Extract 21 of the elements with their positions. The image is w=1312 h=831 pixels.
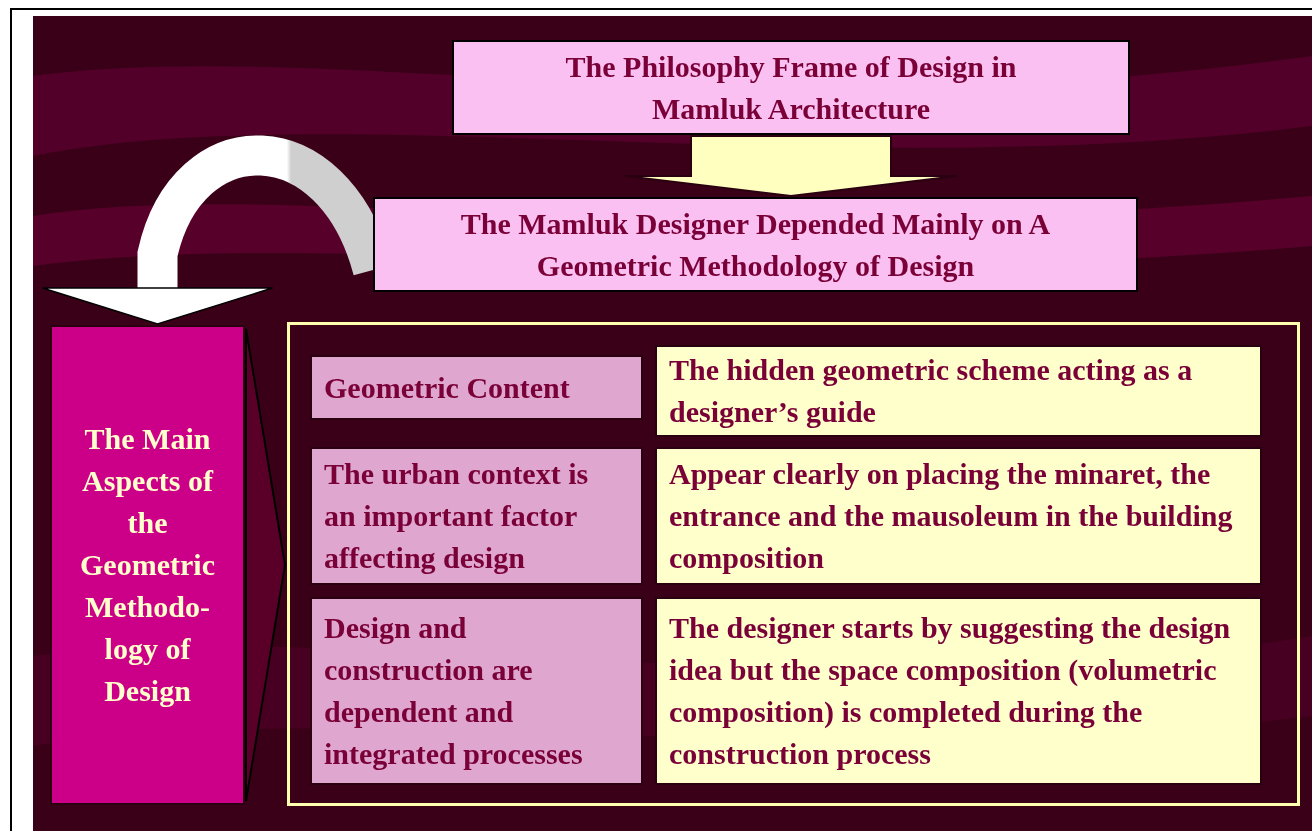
box-text: The hidden geometric scheme acting as a designer’s guide <box>669 352 1194 430</box>
title-box <box>452 40 1130 135</box>
chevron-arrow <box>245 328 286 802</box>
process-box <box>373 197 1138 292</box>
aspect-box <box>50 325 245 805</box>
aspect-description <box>655 447 1262 585</box>
aspect-description <box>655 597 1262 785</box>
box-text: Geometric Content <box>324 369 570 406</box>
aspect-label <box>310 355 643 420</box>
box-text: The designer starts by suggesting the design idea but the space composition (volumetric composition) is completed during the construction process <box>669 610 1232 772</box>
box-text: The urban context is an important factor affecting design <box>324 456 590 576</box>
box-text: Appear clearly on placing the minaret, the entrance and the mausoleum in the building composition <box>669 456 1234 576</box>
table-frame <box>287 322 1300 806</box>
block-arrow <box>624 135 958 197</box>
box-text: The Mamluk Designer Depended Mainly on A Geometric Methodology of Design <box>459 205 1052 284</box>
aspect-label <box>310 597 643 785</box>
aspect-label <box>310 447 643 585</box>
box-text: The Philosophy Frame of Design in Mamluk Architecture <box>564 48 1018 127</box>
aspect-description <box>655 345 1262 437</box>
box-text: The Main Aspects of the Geometric Methodo- logy of Design <box>79 421 216 709</box>
box-text: Design and construction are dependent and integrated processes <box>324 610 584 772</box>
